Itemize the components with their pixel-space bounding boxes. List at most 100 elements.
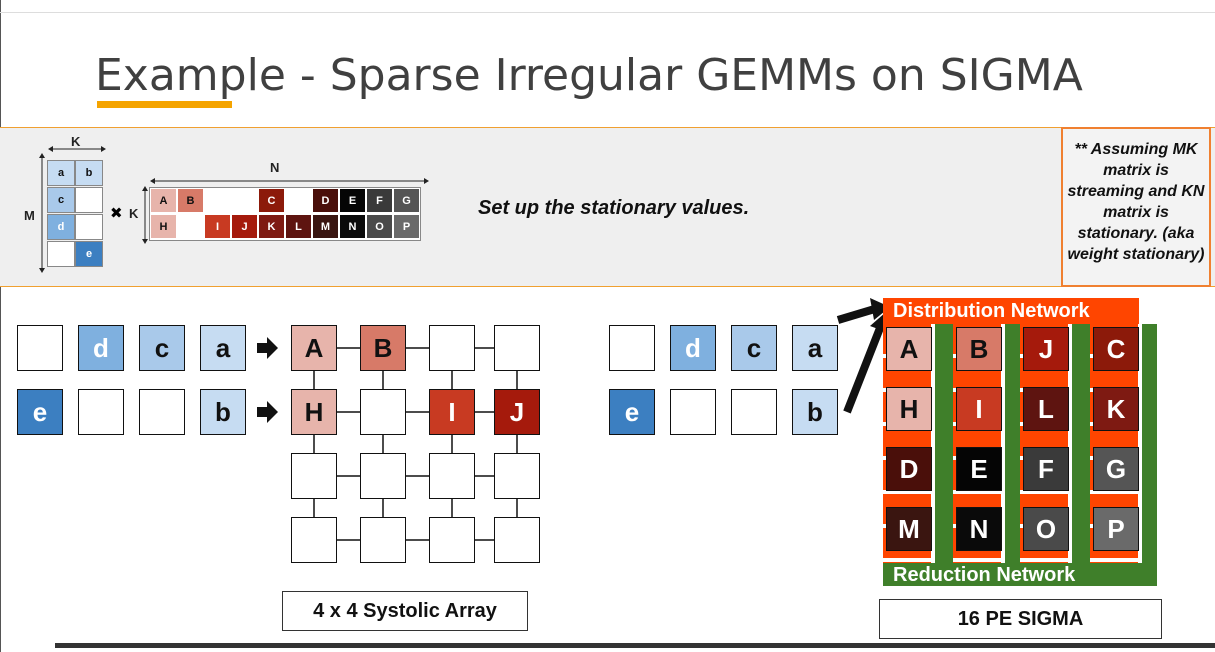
mk-cell: a (47, 160, 75, 186)
sigma-pe: M (886, 507, 932, 551)
kn-cell (285, 188, 312, 213)
kn-cell: I (204, 214, 231, 239)
distribution-network: Distribution Network (883, 298, 1139, 324)
kn-cell: M (312, 214, 339, 239)
sigma-pe: P (1093, 507, 1139, 551)
sigma-pe: K (1093, 387, 1139, 431)
stream-value (17, 325, 63, 371)
kn-cell: G (393, 188, 420, 213)
mk-matrix-arrows (39, 146, 106, 273)
systolic-pe (360, 453, 406, 499)
systolic-pe: H (291, 389, 337, 435)
setup-text: Set up the stationary values. (478, 197, 750, 219)
mk-cell (75, 214, 103, 240)
slide-title: Example - Sparse Irregular GEMMs on SIGM… (95, 50, 1083, 101)
systolic-pe (360, 517, 406, 563)
kn-cell: D (312, 188, 339, 213)
systolic-pe: A (291, 325, 337, 371)
sigma-pe: J (1023, 327, 1069, 371)
kn-cell: O (366, 214, 393, 239)
kn-cell: A (150, 188, 177, 213)
kn-n-label: N (270, 160, 280, 175)
mk-cell: b (75, 160, 103, 186)
sigma-pe: L (1023, 387, 1069, 431)
stream-value (609, 325, 655, 371)
kn-cell: C (258, 188, 285, 213)
sigma-pe: A (886, 327, 932, 371)
kn-cell: L (285, 214, 312, 239)
mk-cell: e (75, 241, 103, 267)
stream-value: d (78, 325, 124, 371)
stream-value: b (200, 389, 246, 435)
title-underline (97, 101, 232, 108)
systolic-pe: J (494, 389, 540, 435)
stream-value: c (139, 325, 185, 371)
kn-cell: F (366, 188, 393, 213)
systolic-pe (494, 517, 540, 563)
mk-k-label: K (71, 134, 81, 149)
systolic-pe (360, 389, 406, 435)
systolic-caption: 4 x 4 Systolic Array (282, 591, 528, 631)
sigma-pe: H (886, 387, 932, 431)
mk-m-label: M (24, 208, 35, 223)
stream-value: b (792, 389, 838, 435)
kn-cell: K (258, 214, 285, 239)
systolic-pe (494, 325, 540, 371)
stream-value: a (200, 325, 246, 371)
sigma-pe: O (1023, 507, 1069, 551)
sigma-pe: B (956, 327, 1002, 371)
stream-value (78, 389, 124, 435)
mk-cell: d (47, 214, 75, 240)
kn-cell (204, 188, 231, 213)
sigma-pe: N (956, 507, 1002, 551)
kn-cell: B (177, 188, 204, 213)
kn-cell: J (231, 214, 258, 239)
stream-value: c (731, 325, 777, 371)
assumption-note: ** Assuming MK matrix is streaming and K… (1061, 127, 1211, 287)
systolic-pe (494, 453, 540, 499)
kn-cell (177, 214, 204, 239)
sigma-pe: F (1023, 447, 1069, 491)
top-divider (0, 12, 1215, 13)
sigma-pe: D (886, 447, 932, 491)
sigma-caption: 16 PE SIGMA (879, 599, 1162, 639)
systolic-pe (429, 517, 475, 563)
kn-cell (231, 188, 258, 213)
stream-value: e (609, 389, 655, 435)
systolic-pe (429, 453, 475, 499)
systolic-pe (291, 453, 337, 499)
kn-matrix-arrows (142, 178, 429, 244)
mk-cell (75, 187, 103, 213)
kn-cell: N (339, 214, 366, 239)
left-border (0, 0, 1, 652)
kn-cell: P (393, 214, 420, 239)
sigma-pe: E (956, 447, 1002, 491)
stream-value (731, 389, 777, 435)
systolic-links (313, 347, 518, 541)
stream-value: a (792, 325, 838, 371)
feed-arrows (257, 337, 278, 423)
sigma-pe: C (1093, 327, 1139, 371)
stream-value: d (670, 325, 716, 371)
systolic-pe (291, 517, 337, 563)
systolic-pe: B (360, 325, 406, 371)
sigma-pe: G (1093, 447, 1139, 491)
mk-cell (47, 241, 75, 267)
bottom-rule (55, 643, 1215, 648)
kn-k-label: K (129, 206, 139, 221)
distribution-label: Distribution Network (893, 300, 1090, 322)
stream-value (670, 389, 716, 435)
systolic-pe: I (429, 389, 475, 435)
stream-value (139, 389, 185, 435)
stream-value: e (17, 389, 63, 435)
multiply-icon: ✖ (110, 205, 123, 222)
kn-cell: H (150, 214, 177, 239)
kn-cell: E (339, 188, 366, 213)
sigma-pe: I (956, 387, 1002, 431)
reduction-label: Reduction Network (893, 564, 1076, 586)
mk-cell: c (47, 187, 75, 213)
systolic-pe (429, 325, 475, 371)
